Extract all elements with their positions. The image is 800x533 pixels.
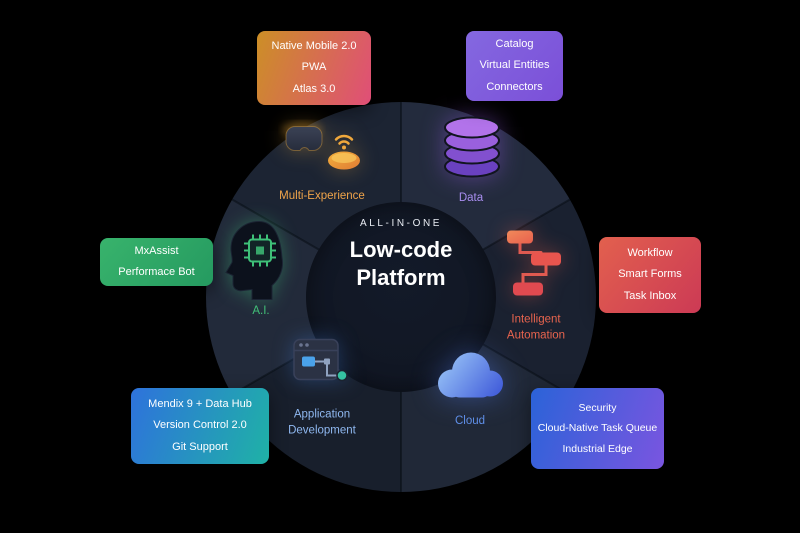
- segment-label-application-development: Application Development: [288, 408, 356, 436]
- card-application-development: Mendix 9 + Data Hub Version Control 2.0 …: [131, 388, 269, 464]
- card-line: Connectors: [486, 80, 543, 93]
- segment-label-cloud: Cloud: [454, 415, 486, 428]
- card-line: Atlas 3.0: [292, 82, 336, 95]
- card-line: Mendix 9 + Data Hub: [148, 397, 252, 410]
- card-cloud: Security Cloud-Native Task Queue Industr…: [531, 388, 664, 469]
- segment-label-intelligent-automation: Intelligent Automation: [506, 313, 566, 341]
- application-development-icon: [290, 336, 354, 399]
- data-icon: [440, 115, 504, 186]
- card-line: Task Inbox: [623, 289, 677, 302]
- card-data: Catalog Virtual Entities Connectors: [466, 31, 563, 101]
- ai-icon: [221, 218, 293, 307]
- card-multi-experience: Native Mobile 2.0 PWA Atlas 3.0: [257, 31, 371, 105]
- intelligent-automation-icon: [501, 223, 573, 312]
- card-line: Catalog: [495, 37, 534, 50]
- card-line: Security: [578, 401, 617, 414]
- card-line: Git Support: [172, 440, 228, 453]
- segment-label-data: Data: [458, 192, 484, 205]
- center-title-block: ALL-IN-ONE Low-code Platform: [301, 218, 501, 291]
- card-line: Performace Bot: [118, 266, 195, 278]
- card-line: Native Mobile 2.0: [271, 39, 357, 52]
- card-line: Virtual Entities: [479, 59, 550, 72]
- center-kicker: ALL-IN-ONE: [359, 218, 443, 229]
- card-line: PWA: [301, 61, 327, 74]
- card-line: MxAssist: [134, 244, 179, 257]
- card-ai: MxAssist Performace Bot: [100, 238, 213, 286]
- cloud-icon: [430, 346, 510, 407]
- card-line: Version Control 2.0: [153, 419, 247, 432]
- segment-label-multi-experience: Multi-Experience: [279, 190, 365, 203]
- card-line: Smart Forms: [618, 268, 682, 281]
- center-title-line2: Platform: [356, 264, 446, 290]
- segment-label-ai: A.I.: [252, 305, 270, 318]
- multi-experience-icon: [276, 118, 368, 181]
- card-intelligent-automation: Workflow Smart Forms Task Inbox: [599, 237, 701, 313]
- card-line: Industrial Edge: [562, 442, 633, 455]
- card-line: Cloud-Native Task Queue: [537, 422, 658, 435]
- card-line: Workflow: [627, 246, 673, 259]
- center-title-line1: Low-code: [349, 237, 453, 262]
